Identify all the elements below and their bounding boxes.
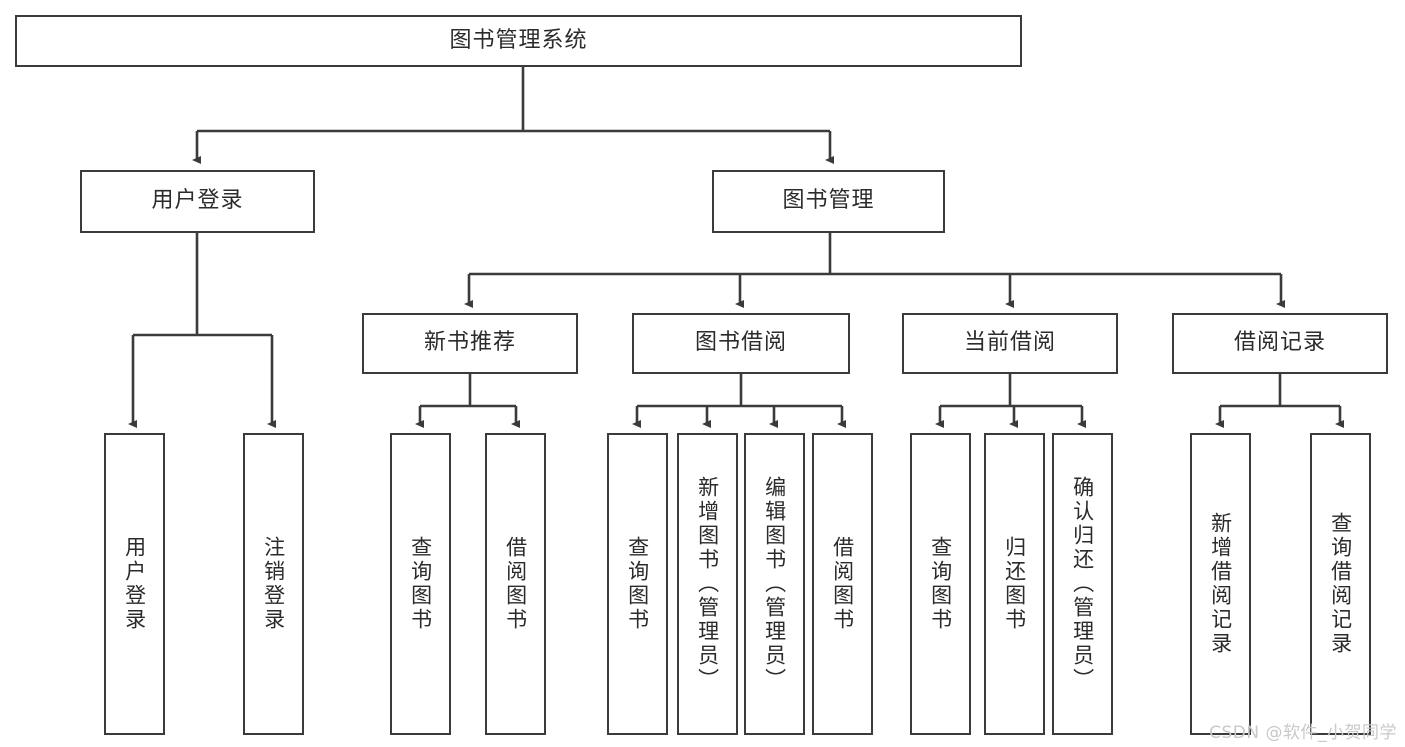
node-label: 用户登录 [151,188,244,214]
leaf-borrow-book[interactable]: 借阅图书 [812,433,873,735]
node-label: 编辑图书（管理员） [762,476,787,692]
leaf-add-book-admin[interactable]: 新增图书（管理员） [677,433,738,735]
node-book-manage[interactable]: 图书管理 [712,170,945,233]
node-label: 图书借阅 [694,330,787,356]
leaf-user-login[interactable]: 用户登录 [104,433,165,735]
node-new-book-recommend[interactable]: 新书推荐 [362,313,578,374]
node-label: 新增借阅记录 [1208,512,1233,656]
leaf-query-book-borrow[interactable]: 查询图书 [607,433,668,735]
node-label: 新增图书（管理员） [695,476,720,692]
node-user-login[interactable]: 用户登录 [80,170,315,233]
node-borrow-record[interactable]: 借阅记录 [1172,313,1388,374]
node-label: 查询图书 [625,536,650,632]
node-label: 新书推荐 [423,330,516,356]
leaf-query-borrow-record[interactable]: 查询借阅记录 [1310,433,1371,735]
leaf-confirm-return-admin[interactable]: 确认归还（管理员） [1052,433,1113,735]
node-label: 查询图书 [408,536,433,632]
node-label: 图书管理系统 [449,27,588,53]
node-label: 借阅图书 [830,536,855,632]
node-root-system[interactable]: 图书管理系统 [15,15,1022,67]
leaf-borrow-book-rec[interactable]: 借阅图书 [485,433,546,735]
node-label: 当前借阅 [963,330,1056,356]
watermark-text: CSDN @软件_小贺同学 [1209,723,1397,743]
leaf-query-book-rec[interactable]: 查询图书 [390,433,451,735]
node-book-borrow[interactable]: 图书借阅 [632,313,850,374]
node-label: 注销登录 [261,536,286,632]
node-label: 用户登录 [122,536,147,632]
leaf-add-borrow-record[interactable]: 新增借阅记录 [1190,433,1251,735]
node-label: 归还图书 [1002,536,1027,632]
node-label: 借阅图书 [503,536,528,632]
leaf-query-book-current[interactable]: 查询图书 [910,433,971,735]
node-label: 查询借阅记录 [1328,512,1353,656]
node-current-borrow[interactable]: 当前借阅 [902,313,1118,374]
leaf-return-book[interactable]: 归还图书 [984,433,1045,735]
node-label: 图书管理 [782,188,875,214]
leaf-edit-book-admin[interactable]: 编辑图书（管理员） [744,433,805,735]
node-label: 确认归还（管理员） [1070,476,1095,692]
leaf-user-logout[interactable]: 注销登录 [243,433,304,735]
node-label: 借阅记录 [1233,330,1326,356]
node-label: 查询图书 [928,536,953,632]
